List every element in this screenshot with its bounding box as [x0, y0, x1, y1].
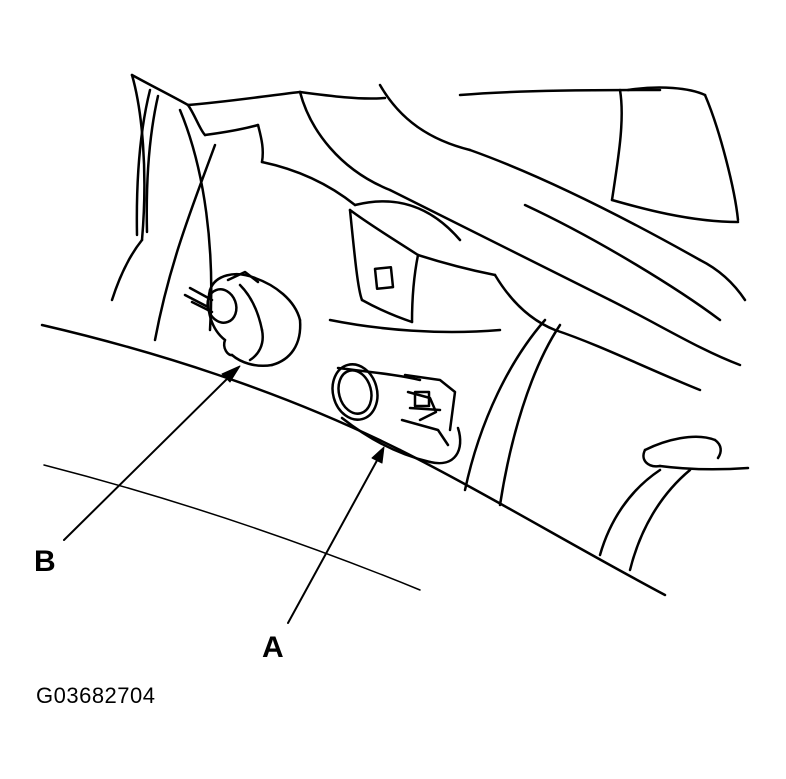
upper-right-panel	[298, 83, 747, 367]
callout-b-leader	[63, 365, 241, 541]
callout-label-a: A	[262, 631, 284, 664]
mounting-bracket	[328, 200, 702, 392]
callout-label-b: B	[34, 545, 56, 578]
left-pillar	[110, 73, 387, 342]
reference-line	[43, 464, 421, 591]
callout-a-leader	[287, 446, 385, 624]
connector-a	[331, 363, 462, 465]
figure-code: G03682704	[36, 683, 156, 708]
connector-b	[183, 270, 302, 367]
lower-panel	[40, 318, 750, 597]
